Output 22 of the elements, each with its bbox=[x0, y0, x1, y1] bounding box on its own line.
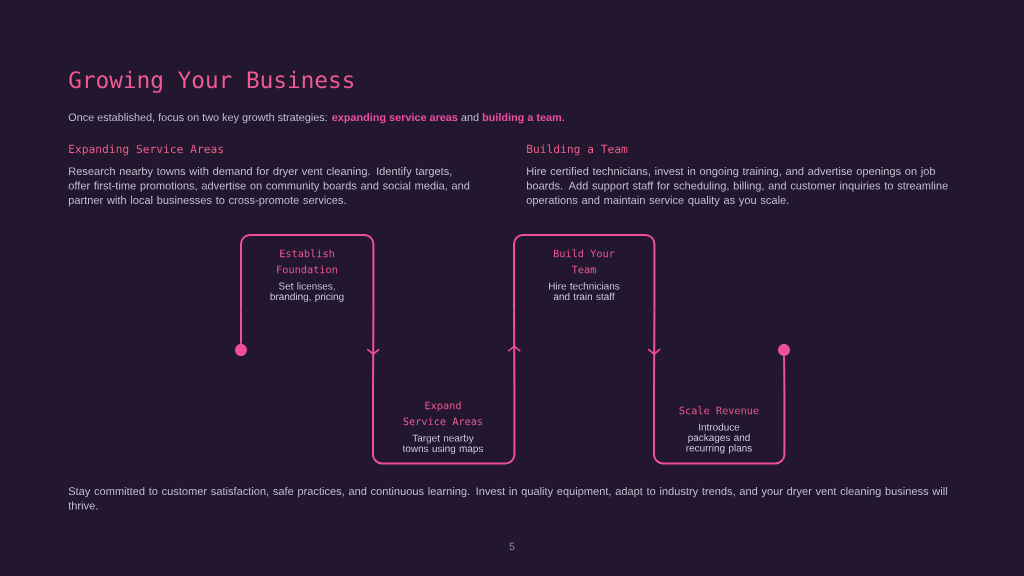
step-title: Establish Foundation bbox=[277, 249, 337, 274]
closing-text: Stay committed to customer satisfaction, safe practices, and continuous learning. Invest in quality equipment, adapt to industry trends, and your dryer vent cleaning business will thrive. bbox=[68, 487, 947, 510]
section-heading: Building a Team bbox=[527, 144, 628, 156]
slide-title: Growing Your Business bbox=[69, 70, 354, 93]
connector-line bbox=[783, 355, 786, 391]
step-text: Target nearby towns using maps bbox=[402, 434, 484, 455]
step-frame bbox=[240, 234, 375, 312]
section-heading: Expanding Service Areas bbox=[69, 144, 223, 156]
body-text: Research nearby towns with demand for dryer vent cleaning. Identify targets, offer first-time promotions, advertise on community boards and social media, and partner with local businesses to cross-promote services. bbox=[68, 167, 470, 207]
step-frame bbox=[653, 389, 786, 465]
body-text: Hire certified technicians, invest in ongoing training, and advertise openings on job boards. Add support staff for scheduling, billing, and customer inquiries to streamline operations and maintain service quality as you scale. bbox=[526, 167, 948, 207]
step-title: Scale Revenue bbox=[679, 406, 759, 415]
step-title: Build Your Team bbox=[553, 249, 615, 274]
step-text: Introduce packages and recurring plans bbox=[686, 423, 752, 454]
page-number: 5 bbox=[509, 542, 515, 551]
step-text: Set licenses, branding, pricing bbox=[270, 282, 344, 303]
step-frame bbox=[513, 234, 656, 312]
step-title: Expand Service Areas bbox=[403, 401, 483, 426]
intro-text: Once established, focus on two key growth strategies: expanding service areas and building a team. bbox=[68, 113, 564, 124]
step-frame bbox=[372, 389, 516, 465]
step-text: Hire technicians and train staff bbox=[549, 282, 620, 301]
connector-line bbox=[240, 309, 242, 345]
